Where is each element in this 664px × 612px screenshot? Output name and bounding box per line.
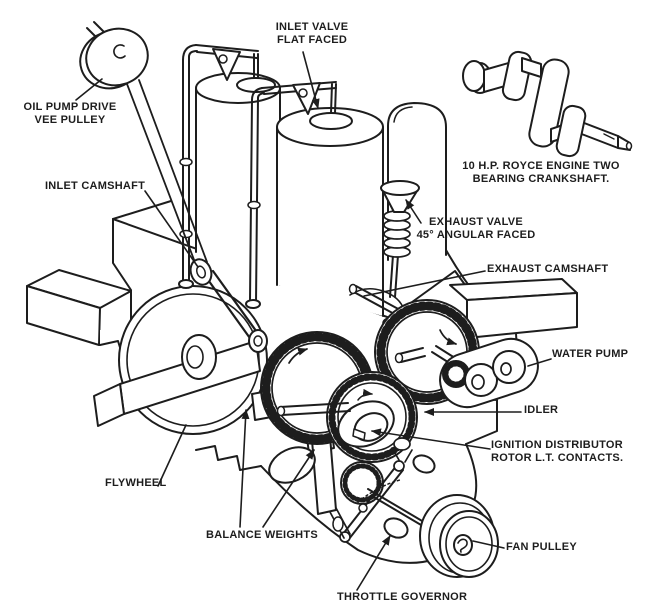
label-flywheel: FLYWHEEL	[105, 477, 167, 490]
caption-text: BEARING CRANKSHAFT.	[472, 172, 610, 185]
fan-pulley-drawing	[419, 494, 499, 578]
leader-exhaust-camshaft	[363, 270, 486, 297]
right-bearer-arm-drawing	[449, 278, 578, 339]
front-bearer-beam-drawing	[93, 340, 261, 427]
label-text: FLYWHEEL	[105, 477, 167, 489]
label-ignition-distributor: IGNITION DISTRIBUTOR ROTOR L.T. CONTACTS…	[491, 439, 623, 465]
water-pump-drawing	[431, 337, 539, 409]
leader-lines	[75, 51, 552, 591]
label-exhaust-valve: EXHAUST VALVE 45° ANGULAR FACED	[414, 216, 538, 242]
label-text: EXHAUST VALVE	[429, 216, 523, 228]
leader-ignition-distributor	[371, 428, 491, 450]
label-balance-weights: BALANCE WEIGHTS	[206, 529, 318, 542]
label-text: EXHAUST CAMSHAFT	[487, 263, 609, 275]
caption-text: 10 H.P. ROYCE ENGINE TWO	[462, 160, 620, 172]
crankshaft-inset-drawing	[462, 50, 633, 158]
lt-contact-drawing	[352, 428, 366, 441]
throttle-governor-drawing	[329, 437, 436, 543]
label-idler: IDLER	[524, 404, 558, 417]
label-exhaust-camshaft: EXHAUST CAMSHAFT	[487, 263, 608, 276]
label-oil-pump-drive-vee-pulley: OIL PUMP DRIVE VEE PULLEY	[15, 101, 125, 127]
label-text: IDLER	[524, 404, 559, 416]
label-text: INLET CAMSHAFT	[45, 180, 146, 192]
leader-water-pump	[527, 358, 552, 367]
label-text: IGNITION DISTRIBUTOR	[491, 439, 623, 451]
camshaft-drive-drawing	[189, 258, 403, 353]
leader-inlet-camshaft	[144, 190, 199, 268]
label-text: THROTTLE GOVERNOR	[337, 591, 468, 603]
label-inlet-camshaft: INLET CAMSHAFT	[45, 180, 145, 193]
label-text: FAN PULLEY	[506, 541, 577, 553]
label-text: ROTOR L.T. CONTACTS.	[491, 451, 624, 464]
label-text: INLET VALVE	[275, 21, 349, 33]
label-text: OIL PUMP DRIVE	[23, 101, 117, 113]
label-text: BALANCE WEIGHTS	[206, 529, 318, 541]
oil-pump-vee-pulley-drawing	[79, 21, 208, 266]
leader-inlet-valve	[302, 51, 320, 109]
drive-belt	[126, 79, 208, 266]
label-text: VEE PULLEY	[34, 113, 106, 126]
leader-oil-pump	[75, 78, 103, 101]
leader-flywheel	[157, 424, 187, 487]
label-text: FLAT FACED	[276, 33, 348, 46]
label-water-pump: WATER PUMP	[552, 348, 628, 361]
leader-balance-weight-1	[239, 409, 250, 528]
leader-fan-pulley	[472, 540, 505, 549]
leader-balance-weight-2	[262, 449, 315, 528]
label-inset-caption: 10 H.P. ROYCE ENGINE TWO BEARING CRANKSH…	[450, 160, 632, 186]
flywheel-hub-drawing	[181, 334, 217, 380]
label-inlet-valve: INLET VALVE FLAT FACED	[270, 21, 354, 47]
label-text: 45° ANGULAR FACED	[416, 228, 536, 241]
leader-throttle-governor	[356, 535, 391, 591]
leader-exhaust-valve	[405, 199, 422, 224]
label-text: WATER PUMP	[552, 348, 629, 360]
label-throttle-governor: THROTTLE GOVERNOR	[337, 591, 467, 604]
label-fan-pulley: FAN PULLEY	[506, 541, 577, 554]
